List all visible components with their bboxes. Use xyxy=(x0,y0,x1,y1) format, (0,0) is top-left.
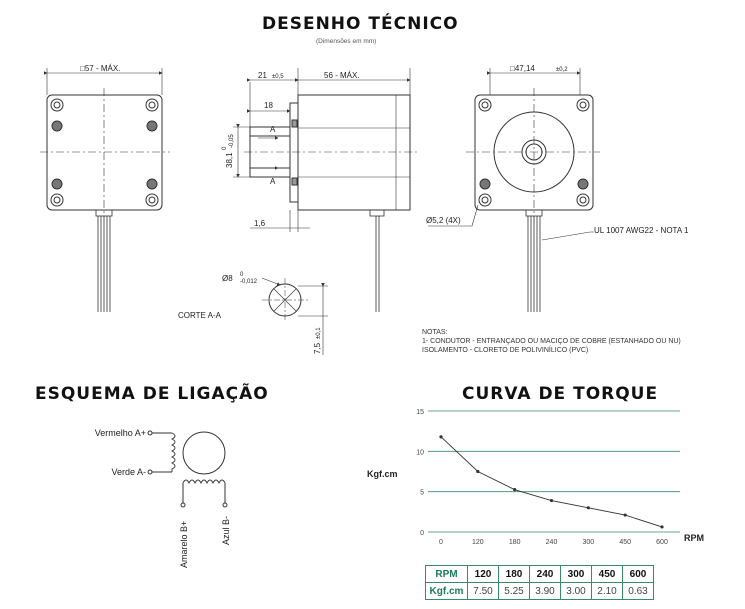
dim-shaft-length: 21 xyxy=(258,71,267,80)
chart-ytick-label: 10 xyxy=(416,449,424,456)
notes-block: NOTAS: 1- CONDUTOR - ENTRANÇADO OU MACIÇ… xyxy=(422,328,681,355)
dim-flat-length: 18 xyxy=(264,101,273,110)
table-cell: 120 xyxy=(467,565,499,583)
dim-front-width: □57 - MÁX. xyxy=(80,64,120,73)
chart-xtick-label: 450 xyxy=(619,539,631,546)
dim-shaft-tol-upper: 0 xyxy=(240,272,244,278)
table-cell: 7.50 xyxy=(467,582,499,600)
table-header-torque: Kgf.cm xyxy=(425,582,468,600)
chart-point xyxy=(660,525,664,529)
notes-line-2: ISOLAMENTO - CLORETO DE POLIVINÍLICO (PV… xyxy=(422,347,589,354)
chart-xtick-label: 120 xyxy=(472,539,484,546)
motor-side-view xyxy=(233,68,418,312)
motor-front-view xyxy=(40,68,170,312)
chart-xtick-label: 600 xyxy=(656,539,668,546)
rear-lead-wires xyxy=(525,209,543,312)
dim-hole-diameter: Ø5,2 (4X) xyxy=(426,216,461,225)
dim-flat-depth-tol: ±0,1 xyxy=(316,327,322,339)
table-row: RPM 120 180 240 300 450 600 xyxy=(425,565,654,583)
chart-point xyxy=(549,498,554,503)
title-wiring-diagram: ESQUEMA DE LIGAÇÃO xyxy=(35,384,269,404)
dim-shaft-diameter: Ø8 xyxy=(222,274,233,283)
section-mark-a-bottom: A xyxy=(270,177,276,186)
chart-xtick-label: 180 xyxy=(509,539,521,546)
dim-flat-depth: 7,5 xyxy=(313,342,322,354)
table-cell: 2.10 xyxy=(591,582,623,600)
table-cell: 450 xyxy=(591,565,623,583)
section-label: CORTE A-A xyxy=(178,311,222,320)
front-mount-holes xyxy=(50,98,159,207)
wire-label-a-plus: Vermelho A+ xyxy=(95,428,146,438)
chart-ytick-label: 0 xyxy=(420,530,424,537)
chart-series-line xyxy=(440,436,663,528)
rear-mount-holes xyxy=(478,98,590,207)
chart-xtick-label: 300 xyxy=(582,539,594,546)
notes-title: NOTAS: xyxy=(422,329,448,336)
wire-label-b-minus: Azul B- xyxy=(221,516,231,545)
table-cell: 180 xyxy=(498,565,530,583)
table-cell: 0.63 xyxy=(622,582,654,600)
table-cell: 3.90 xyxy=(529,582,561,600)
chart-xtick-label: 0 xyxy=(439,539,443,546)
dim-shaft-length-tol: ±0,5 xyxy=(272,74,284,80)
dim-boss-tol-upper: 0 xyxy=(222,146,228,150)
chart-ytick-label: 15 xyxy=(416,409,424,416)
title-torque-curve: CURVA DE TORQUE xyxy=(462,384,659,404)
dim-body-length: 56 - MÁX. xyxy=(324,71,360,80)
table-cell: 5.25 xyxy=(498,582,530,600)
wire-label-b-plus: Amarelo B+ xyxy=(179,521,189,568)
chart-point xyxy=(623,513,627,517)
table-cell: 3.00 xyxy=(560,582,592,600)
torque-chart: 0 5 10 15 0 120 180 240 300 450 600 xyxy=(416,409,680,546)
title-technical-drawing: DESENHO TÉCNICO xyxy=(262,14,459,34)
chart-xlabel: RPM xyxy=(684,533,704,543)
chart-xtick-label: 240 xyxy=(546,539,558,546)
dim-boss-diameter: 38,1 xyxy=(225,152,234,168)
chart-ylabel: Kgf.cm xyxy=(367,469,398,479)
dim-rear-width-tol: ±0,2 xyxy=(556,67,568,73)
table-cell: 300 xyxy=(560,565,592,583)
chart-point xyxy=(476,469,480,474)
wiring-schematic xyxy=(147,430,228,508)
front-lead-wires xyxy=(95,209,113,312)
dim-boss-tol-lower: -0,05 xyxy=(229,134,235,148)
notes-line-1: 1- CONDUTOR - ENTRANÇADO OU MACIÇO DE CO… xyxy=(422,338,681,345)
torque-table: RPM 120 180 240 300 450 600 Kgf.cm 7.50 … xyxy=(425,565,654,600)
shaft-section-view xyxy=(261,277,328,355)
chart-ytick-label: 5 xyxy=(420,490,424,497)
motor-rear-view xyxy=(428,68,600,312)
table-cell: 240 xyxy=(529,565,561,583)
chart-point xyxy=(513,488,517,492)
side-lead-wire xyxy=(369,209,385,312)
wire-spec-label: UL 1007 AWG22 - NOTA 1 xyxy=(594,226,689,235)
chart-point xyxy=(439,435,443,439)
chart-point xyxy=(586,506,590,510)
table-cell: 600 xyxy=(622,565,654,583)
table-row: Kgf.cm 7.50 5.25 3.90 3.00 2.10 0.63 xyxy=(425,582,654,600)
section-mark-a-top: A xyxy=(270,125,276,134)
table-header-rpm: RPM xyxy=(425,565,468,583)
wire-label-a-minus: Verde A- xyxy=(111,467,146,477)
title-dimensions-note: (Dimensões em mm) xyxy=(316,38,377,45)
dim-shaft-tol-lower: -0,012 xyxy=(240,279,258,285)
dim-flange-thickness: 1,6 xyxy=(254,219,266,228)
dim-rear-width: □47,14 xyxy=(510,64,535,73)
